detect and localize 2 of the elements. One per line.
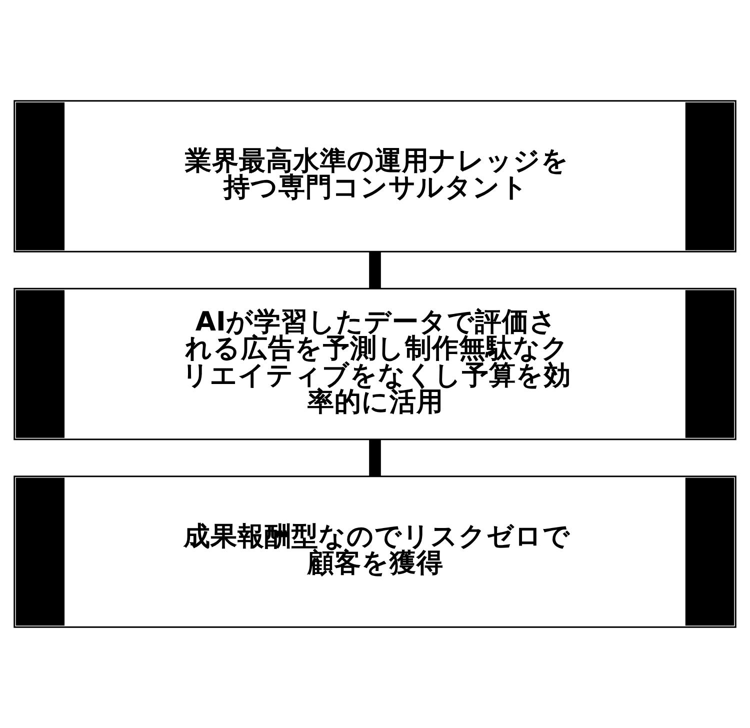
connector: [369, 252, 381, 288]
connector: [369, 440, 381, 476]
